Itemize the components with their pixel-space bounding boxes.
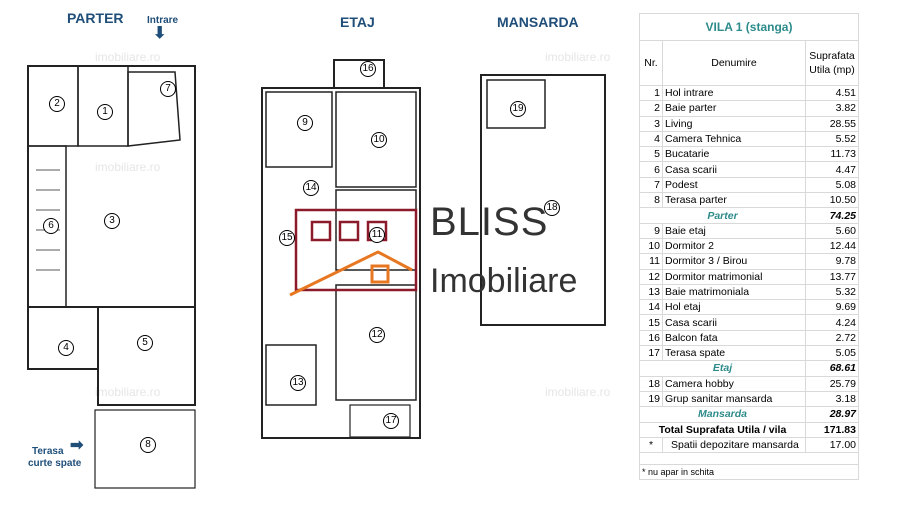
heading-parter: PARTER — [67, 10, 124, 26]
room-number: 10 — [371, 132, 387, 148]
col-area: Suprafata Utila (mp) — [805, 40, 859, 86]
backyard-label: curte spate — [28, 458, 82, 469]
arrow-down-icon: ⬇ — [153, 25, 167, 42]
col-name: Denumire — [662, 40, 806, 86]
room-number: 3 — [104, 213, 120, 229]
room-number: 1 — [97, 104, 113, 120]
watermark: imobiliare.ro — [95, 160, 161, 174]
room-number: 7 — [160, 81, 176, 97]
room-number: 2 — [49, 96, 65, 112]
room-number: 13 — [290, 375, 306, 391]
room-number: 5 — [137, 335, 153, 351]
watermark: imobiliare.ro — [95, 385, 161, 399]
room-number: 17 — [383, 413, 399, 429]
room-number: 12 — [369, 327, 385, 343]
arrow-right-icon: ➡ — [70, 437, 84, 454]
col-nr: Nr. — [639, 40, 663, 86]
room-number: 8 — [140, 437, 156, 453]
room-number: 14 — [303, 180, 319, 196]
room-number: 18 — [544, 200, 560, 216]
watermark: imobiliare.ro — [95, 50, 161, 64]
watermark: imobiliare.ro — [545, 50, 611, 64]
room-number: 9 — [297, 115, 313, 131]
logo-imobiliare: Imobiliare — [430, 262, 578, 300]
logo-bliss: BLISS — [430, 200, 549, 244]
table-title: VILA 1 (stanga) — [639, 13, 859, 41]
room-number: 6 — [43, 218, 59, 234]
room-number: 19 — [510, 101, 526, 117]
heading-mansarda: MANSARDA — [497, 14, 579, 30]
room-number: 16 — [360, 61, 376, 77]
heading-etaj: ETAJ — [340, 14, 375, 30]
room-number: 11 — [369, 227, 385, 243]
footnote: * nu apar in schita — [639, 464, 859, 481]
room-number: 4 — [58, 340, 74, 356]
entrance-label: Intrare — [147, 15, 179, 26]
room-number: 15 — [279, 230, 295, 246]
terrace-label: Terasa — [32, 446, 64, 457]
watermark: imobiliare.ro — [545, 385, 611, 399]
